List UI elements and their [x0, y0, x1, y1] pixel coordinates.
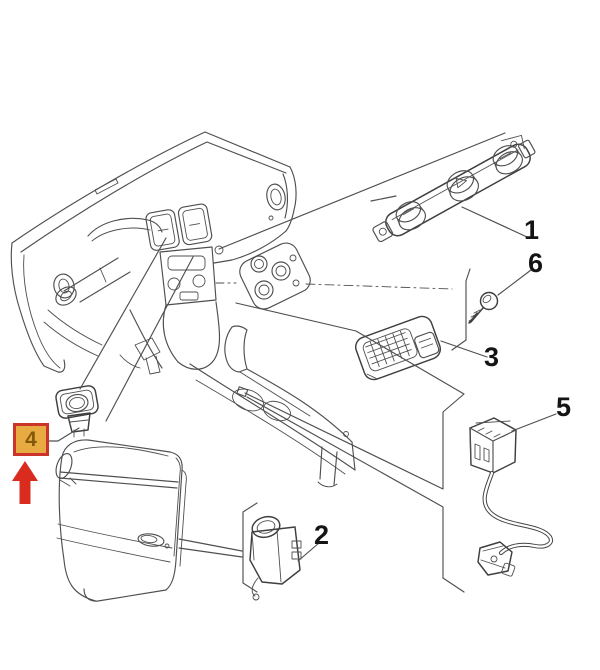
part-1-drawing — [372, 134, 536, 243]
selection-arrow-icon — [12, 461, 38, 504]
heater-control-drawing — [215, 242, 453, 310]
part-6-drawing — [468, 291, 499, 324]
leader-lines — [46, 132, 557, 593]
part-label-5[interactable]: 5 — [556, 392, 572, 422]
selected-part-badge[interactable]: 4 — [13, 423, 49, 456]
part-label-6[interactable]: 6 — [528, 248, 544, 278]
console-drawing — [189, 325, 356, 488]
part-2-drawing — [249, 515, 302, 601]
door-drawing — [55, 439, 187, 602]
part-label-1[interactable]: 1 — [524, 215, 540, 245]
dashboard-drawing — [10, 131, 297, 375]
part-label-3[interactable]: 3 — [484, 342, 500, 372]
part-5-drawing — [469, 417, 554, 577]
part-4-drawing — [55, 385, 99, 438]
part-label-2[interactable]: 2 — [314, 520, 330, 550]
part-3-drawing — [354, 315, 442, 381]
